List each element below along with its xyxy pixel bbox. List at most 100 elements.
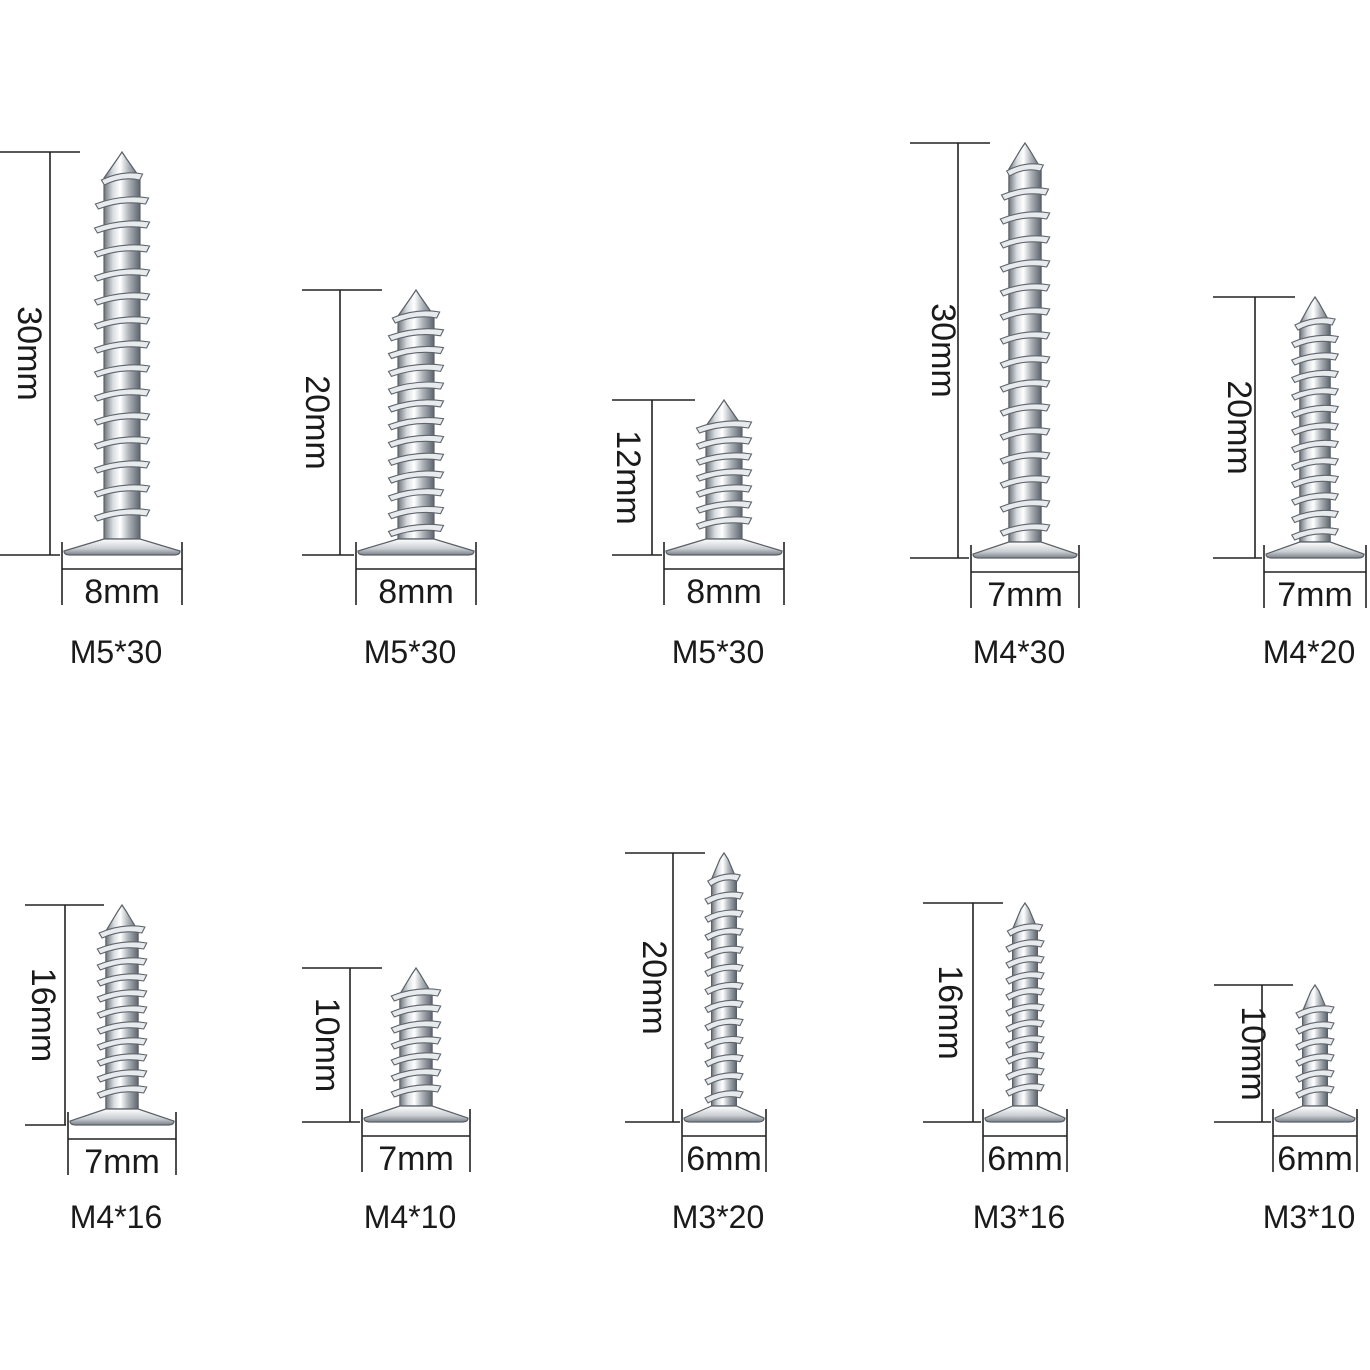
head-width-label: 7mm [987, 576, 1063, 614]
screw-thread [1295, 1053, 1335, 1067]
screw-thread [695, 468, 753, 482]
screw-thread [96, 1069, 148, 1083]
screw-thread [96, 973, 148, 987]
screw-thread [387, 505, 445, 520]
screw-thread [1006, 923, 1044, 937]
screw-thread [999, 475, 1051, 489]
screw-thread [704, 1054, 744, 1068]
length-label: 20mm [1220, 380, 1258, 474]
screw-size-label: M4*30 [973, 634, 1066, 670]
screw-thread [695, 452, 753, 466]
screw-thread [704, 909, 744, 923]
screw-size-label: M3*10 [1263, 1199, 1356, 1235]
screw-head [63, 538, 181, 556]
length-label: 20mm [635, 940, 673, 1034]
screw-thread [96, 941, 148, 955]
screw-size-label: M5*30 [672, 634, 765, 670]
screw-thread [695, 436, 753, 450]
screw-thread [93, 388, 151, 402]
screw-thread [999, 427, 1051, 441]
screw-thread [704, 981, 744, 996]
screw-head [1274, 1105, 1356, 1123]
screw-thread [999, 523, 1051, 537]
length-label: 10mm [308, 998, 346, 1092]
screw-thread [390, 1052, 442, 1066]
screw-head [683, 1105, 765, 1123]
screw-thread [96, 957, 148, 971]
screw-thread [1290, 369, 1340, 384]
screw-thread [999, 451, 1051, 465]
screw-thread [704, 945, 744, 960]
screw-thread [1290, 509, 1340, 524]
head-width-label: 7mm [378, 1140, 454, 1178]
screw-thread [387, 399, 445, 413]
head-width-label: 8mm [378, 573, 454, 611]
screw-thread [695, 484, 753, 498]
screw-thread [93, 292, 151, 306]
screw-thread [1005, 971, 1045, 985]
screw-size-label: M5*30 [70, 634, 163, 670]
screw-thread [704, 1090, 744, 1104]
screw-thread [704, 1072, 744, 1086]
screw-thread [695, 516, 753, 530]
screw-thread [96, 1005, 148, 1019]
screw-thread [1290, 457, 1340, 471]
screw-thread [999, 211, 1051, 225]
screw-head [984, 1105, 1066, 1123]
screw-thread [387, 381, 445, 395]
head-width-label: 6mm [1277, 1140, 1353, 1178]
screw-thread [1295, 1005, 1335, 1019]
screw-thread [93, 484, 151, 498]
screw-thread [1290, 334, 1340, 349]
screw-thread [94, 196, 150, 210]
screw-thread [1290, 352, 1340, 366]
screw-thread [999, 499, 1051, 513]
screw-thread [999, 307, 1051, 321]
screw-thread [390, 988, 442, 1002]
screw-thread [390, 1036, 442, 1050]
screw-head [1265, 541, 1365, 559]
screw-thread [1295, 1037, 1335, 1051]
screw-thread [999, 259, 1051, 273]
screw-thread [707, 873, 742, 887]
screw-thread [1005, 1019, 1045, 1033]
screw-thread [999, 283, 1051, 297]
screw-thread [1290, 492, 1340, 506]
screw-thread [1290, 422, 1340, 436]
screw-thread [1005, 1051, 1045, 1065]
screw-thread [387, 434, 445, 449]
screw-shank [397, 288, 435, 540]
screw-size-label: M4*20 [1263, 634, 1356, 670]
screw-thread [1005, 1067, 1045, 1081]
screw-thread [1290, 439, 1340, 454]
screw-size-label: M3*16 [973, 1199, 1066, 1235]
screw-size-label: M4*10 [364, 1199, 457, 1235]
screw-thread [387, 523, 445, 538]
length-label: 30mm [924, 303, 962, 397]
screw-thread [1005, 1035, 1045, 1049]
screw-head [363, 1105, 469, 1123]
screw-head [357, 538, 475, 556]
screw-thread [96, 1053, 148, 1067]
screw-thread [1005, 987, 1045, 1001]
head-width-label: 8mm [84, 573, 160, 611]
screw-thread [999, 355, 1051, 369]
screw-thread [387, 328, 445, 342]
screw-size-label: M5*30 [364, 634, 457, 670]
screw-thread [93, 460, 151, 474]
screw-head [665, 538, 783, 556]
screw-thread [96, 1085, 148, 1099]
length-label: 12mm [609, 430, 647, 524]
screw-thread [387, 470, 445, 484]
screw-thread [704, 1017, 744, 1032]
screw-thread [1295, 1021, 1335, 1035]
head-width-label: 7mm [84, 1143, 160, 1181]
length-label: 30mm [10, 306, 48, 400]
